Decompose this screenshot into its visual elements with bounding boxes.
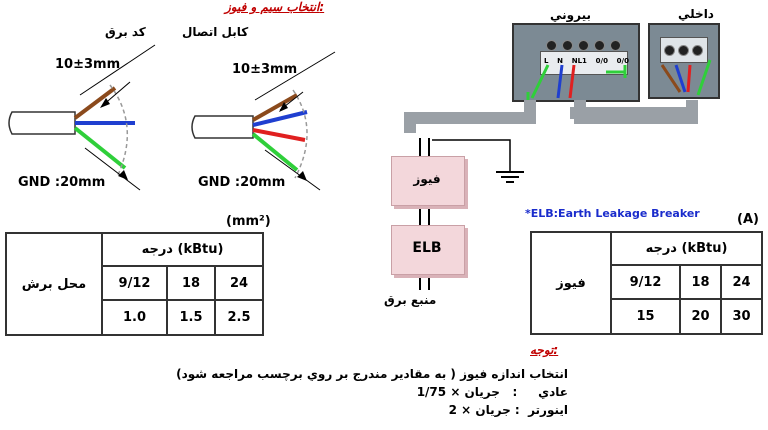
note-heading: توجه: bbox=[530, 343, 559, 357]
table-header-cell: 24 bbox=[719, 264, 764, 300]
terminal-label: NL1 bbox=[571, 57, 587, 65]
indoor-unit-label: داخلي bbox=[678, 7, 714, 21]
terminal-label: 0/0 bbox=[616, 57, 629, 65]
fuse-label: فيوز bbox=[413, 172, 441, 186]
left-cable-dim-top: 10±3mm bbox=[55, 57, 121, 72]
note-line-1: انتخاب اندازه فيوز ( به مقادير مندرج بر … bbox=[176, 367, 568, 381]
table-group-header: درجه (kBtu) bbox=[101, 232, 264, 267]
table-group-header: درجه (kBtu) bbox=[610, 231, 763, 266]
elb-label: ELB bbox=[412, 240, 442, 256]
terminal-label: N bbox=[557, 57, 564, 65]
wire-size-table: محل برش درجه (kBtu) 9/12 18 24 1.0 1.5 2… bbox=[5, 232, 265, 336]
wiring-lines bbox=[404, 59, 712, 290]
table-header-cell: 24 bbox=[213, 265, 265, 301]
outdoor-unit-label: بيروني bbox=[550, 8, 591, 22]
table-row-header: محل برش bbox=[5, 232, 103, 336]
indoor-terminal-photo bbox=[648, 23, 720, 99]
left-wire-brown bbox=[73, 86, 117, 120]
units-ampere: (A) bbox=[737, 212, 759, 227]
left-cable-label: کد برق bbox=[105, 25, 146, 39]
table-cell: 1.5 bbox=[165, 299, 216, 336]
right-wire-brown bbox=[252, 93, 298, 122]
right-wire-red bbox=[252, 128, 306, 142]
section-title: انتخاب سيم و فيوز: bbox=[225, 0, 325, 14]
terminal-label: L bbox=[544, 57, 549, 65]
table-header-cell: 18 bbox=[679, 264, 722, 300]
left-cable-dim-bottom: GND :20mm bbox=[18, 175, 106, 190]
table-header-cell: 18 bbox=[165, 265, 216, 301]
terminal-label: 0/0 bbox=[595, 57, 608, 65]
note-line-2: عادي : جريان × 1/75 bbox=[416, 385, 568, 399]
right-cable-dim-top: 10±3mm bbox=[232, 62, 298, 77]
power-source-label: منبع برق bbox=[384, 293, 437, 307]
table-cell: 30 bbox=[719, 298, 764, 335]
left-wire-green bbox=[73, 126, 127, 170]
right-cable-dim-bottom: GND :20mm bbox=[198, 175, 286, 190]
note-line-3: اينورتر : جريان × 2 bbox=[448, 403, 568, 417]
right-wire-green bbox=[251, 132, 299, 172]
right-cable-drawing bbox=[191, 51, 336, 191]
right-wire-blue bbox=[252, 110, 308, 127]
table-cell: 20 bbox=[679, 298, 722, 335]
table-row-header: فيوز bbox=[530, 231, 612, 335]
fuse-size-table: فيوز درجه (kBtu) 9/12 18 24 15 20 30 bbox=[530, 231, 764, 335]
table-cell: 2.5 bbox=[213, 299, 265, 336]
table-cell: 15 bbox=[609, 298, 682, 335]
table-header-cell: 9/12 bbox=[101, 265, 168, 301]
units-mm2: (mm²) bbox=[226, 214, 271, 229]
table-header-cell: 9/12 bbox=[609, 264, 682, 300]
left-cable-drawing bbox=[8, 44, 156, 191]
elb-footnote: *ELB:Earth Leakage Breaker bbox=[525, 207, 700, 220]
elb-box bbox=[391, 225, 465, 275]
right-cable-label: کابل اتصال bbox=[182, 25, 249, 39]
table-cell: 1.0 bbox=[101, 299, 168, 336]
fuse-box bbox=[391, 156, 465, 206]
